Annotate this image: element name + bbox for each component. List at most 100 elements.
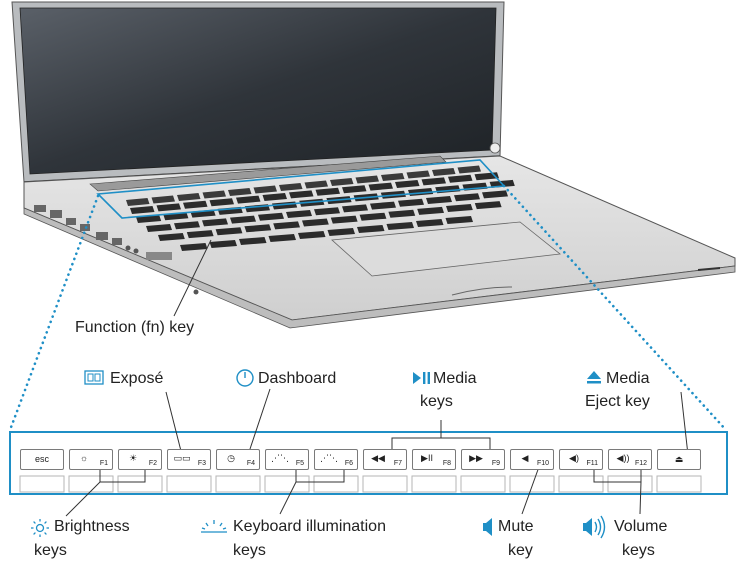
laptop-key <box>398 198 424 207</box>
lower-key <box>460 475 506 493</box>
laptop-key <box>474 201 502 210</box>
laptop-key <box>202 218 228 227</box>
laptop-key <box>421 177 446 186</box>
mute-label-line1: Mute <box>498 518 534 535</box>
laptop-key <box>302 218 329 227</box>
mute-label-line2: key <box>508 542 533 559</box>
key-f11-symbol: ◀) <box>569 453 579 463</box>
lower-key <box>19 475 65 493</box>
key-f3-fn-label: F3 <box>197 460 206 467</box>
lower-key <box>607 475 653 493</box>
laptop-key <box>330 215 358 224</box>
key-f4-symbol: ◷ <box>227 453 235 463</box>
laptop-key <box>445 216 473 224</box>
label-leaders <box>65 388 689 517</box>
key-f12: ◀)) F12 <box>608 449 652 470</box>
key-f12-fn-label: F12 <box>634 460 647 467</box>
laptop-key <box>286 210 312 218</box>
laptop-key <box>357 225 385 233</box>
key-f12-symbol: ◀)) <box>616 453 630 463</box>
key-f6-fn-label: F6 <box>344 460 353 467</box>
media-eject-label-line2: Eject key <box>585 393 650 410</box>
volume-label-line1: Volume <box>614 518 668 535</box>
laptop-key <box>416 219 444 227</box>
key-f5-fn-label: F5 <box>295 460 304 467</box>
laptop-key <box>448 174 473 183</box>
laptop-key <box>209 240 237 248</box>
laptop-key <box>253 185 277 194</box>
key-f2: ☀F2 <box>118 449 162 470</box>
key-f7: ◀◀ F7 <box>363 449 407 470</box>
lower-key <box>166 475 212 493</box>
key-esc-symbol: esc <box>34 454 49 464</box>
key-f7-fn-label: F7 <box>393 460 402 467</box>
key-f2-symbol: ☀ <box>128 453 138 463</box>
expose-label: Exposé <box>110 370 164 387</box>
key-f1: ☼ F1 <box>69 449 113 470</box>
laptop-key <box>426 196 452 204</box>
lower-key <box>509 475 555 493</box>
key-f11: ◀)F11 <box>559 449 603 470</box>
key-f5: ⋰⋱F5 <box>265 449 309 470</box>
laptop-key <box>482 190 508 199</box>
laptop-key <box>258 212 284 221</box>
laptop-key <box>174 221 200 230</box>
key-f1-fn-label: F1 <box>99 460 108 467</box>
laptop-key <box>330 178 354 186</box>
key-f10-symbol: ◀ <box>521 453 529 463</box>
lower-key <box>264 475 310 493</box>
laptop-key <box>355 175 379 184</box>
lower-key <box>656 475 702 493</box>
lower-key <box>558 475 604 493</box>
media-keys-label-line2: keys <box>420 393 453 410</box>
laptop-key <box>388 209 416 218</box>
dashboard-label-icon <box>236 369 254 387</box>
key-f3-symbol: ▭▭ <box>173 453 191 463</box>
laptop-key <box>202 190 226 199</box>
laptop-key <box>417 206 444 215</box>
laptop-key <box>342 185 367 194</box>
media-eject-label-line1: Media <box>606 370 650 387</box>
laptop-key <box>268 234 296 242</box>
keyboard <box>126 165 515 251</box>
laptop-key <box>230 215 256 224</box>
key-esc: esc <box>20 449 64 470</box>
key-eject: ⏏ <box>657 449 701 470</box>
key-eject-symbol: ⏏ <box>674 454 684 464</box>
keyboard-illumination-label-icon <box>201 520 227 533</box>
lower-key <box>117 475 163 493</box>
laptop-key <box>359 212 387 221</box>
media-label-icon <box>413 372 430 384</box>
laptop-key <box>156 203 181 212</box>
laptop-key <box>130 206 155 214</box>
key-f7-symbol: ◀◀ <box>371 453 385 463</box>
key-f9-symbol: ▶▶ <box>469 453 483 463</box>
keyboard-illumination-label-line1: Keyboard illumination <box>233 518 386 535</box>
laptop-key <box>406 170 430 179</box>
laptop-key <box>368 182 393 191</box>
laptop-key <box>236 195 261 204</box>
brightness-label-icon <box>31 519 49 537</box>
zoom-line-right <box>502 184 728 432</box>
key-f10-fn-label: F10 <box>536 460 549 467</box>
key-f6-symbol: ⋰⋱ <box>320 453 338 463</box>
laptop-key <box>151 195 175 204</box>
laptop-key <box>370 201 396 210</box>
key-f1-symbol: ☼ <box>79 453 89 463</box>
key-f9-fn-label: F9 <box>491 460 500 467</box>
laptop-key <box>177 193 201 201</box>
brightness-label-line1: Brightness <box>54 518 130 535</box>
laptop-key <box>457 165 481 174</box>
laptop-key <box>244 224 272 233</box>
laptop-key <box>395 180 420 188</box>
eject-label-icon <box>587 371 601 384</box>
laptop-key <box>186 230 214 239</box>
expose-label-icon <box>84 370 104 385</box>
lower-key <box>215 475 261 493</box>
key-f3: ▭▭ F3 <box>167 449 211 470</box>
laptop-key <box>279 183 303 191</box>
laptop-key <box>446 204 473 212</box>
key-f4-fn-label: F4 <box>246 460 255 467</box>
